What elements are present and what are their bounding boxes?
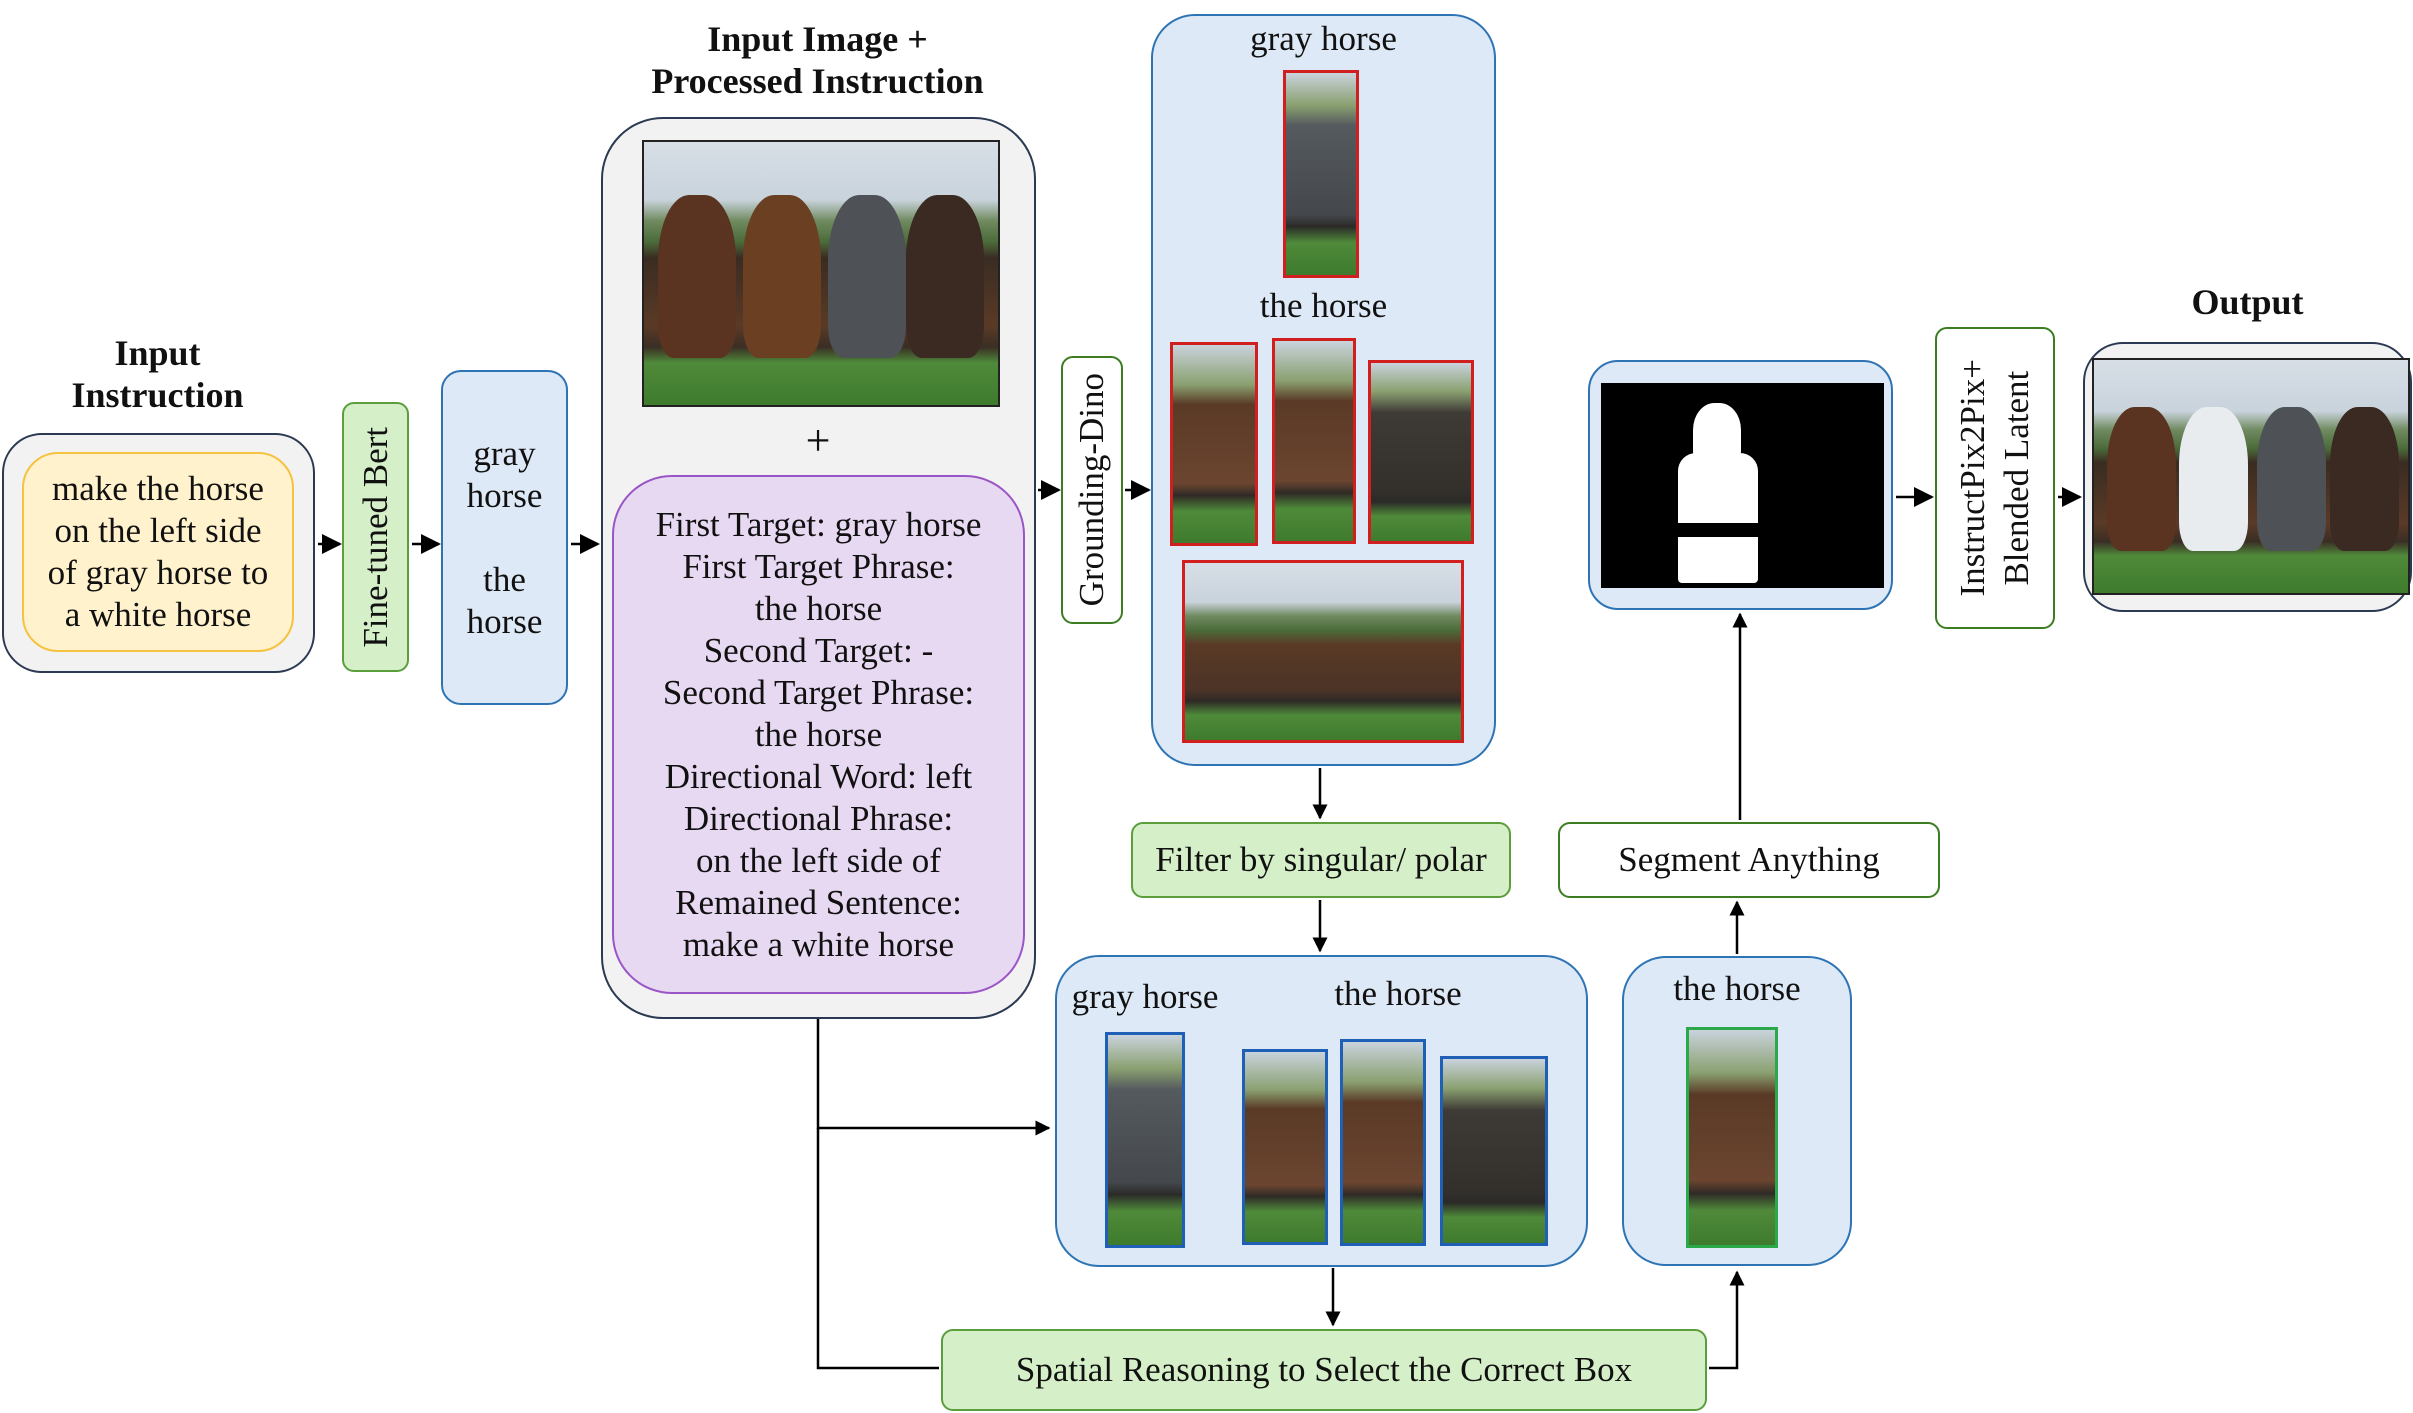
processed-heading: Input Image + Processed Instruction [651, 19, 984, 101]
selected-horse-box [1686, 1027, 1778, 1248]
mask-fence-gap [1671, 523, 1766, 537]
output-heading: Output [2191, 282, 2304, 322]
grounding-dino-box: Grounding-Dino [1061, 356, 1123, 624]
input-instruction-box: make the horse on the left side of gray … [22, 452, 294, 652]
horse-shape [743, 194, 821, 358]
white-horse-shape [2178, 406, 2248, 552]
targets-box: gray horse the horse [441, 370, 568, 705]
editor-box: InstructPix2Pix+ Blended Latent [1935, 327, 2055, 629]
horse-shape [2106, 406, 2176, 552]
connector-processed-to-spatial [816, 1128, 939, 1370]
detected-horse-box-3 [1368, 360, 1474, 544]
filtered-gray-horse-box [1105, 1032, 1185, 1248]
filter-label: Filter by singular/ polar [1155, 840, 1487, 879]
segment-anything-label: Segment Anything [1618, 840, 1880, 879]
spatial-reasoning-box: Spatial Reasoning to Select the Correct … [941, 1329, 1707, 1411]
detected-horse-box-4 [1182, 560, 1464, 743]
filtered-horse-label: the horse [1334, 974, 1462, 1013]
selected-label: the horse [1673, 969, 1801, 1008]
targets-text: gray horse the horse [466, 433, 543, 641]
output-image [2092, 358, 2410, 595]
finetuned-bert-box: Fine-tuned Bert [342, 402, 409, 672]
segment-anything-box: Segment Anything [1558, 822, 1940, 898]
horse-shape [2329, 406, 2399, 552]
detections-horse-label: the horse [1259, 286, 1388, 325]
filtered-horse-box-2 [1340, 1039, 1426, 1246]
input-instruction-text: make the horse on the left side of gray … [47, 469, 269, 634]
mask-silhouette-body [1678, 453, 1758, 583]
connector-processed-to-filtered [816, 1019, 1051, 1136]
horse-shape [905, 194, 984, 358]
filtered-horse-box-1 [1242, 1049, 1328, 1245]
processed-instruction-box: First Target: gray horse First Target Ph… [612, 475, 1025, 994]
segmentation-mask [1601, 383, 1884, 588]
plus-sign: + [805, 415, 831, 465]
filtered-horse-box-3 [1440, 1056, 1548, 1246]
processed-instruction-text: First Target: gray horse First Target Ph… [655, 504, 982, 964]
detections-gray-label: gray horse [1250, 19, 1397, 58]
detected-horse-box-1 [1170, 342, 1258, 546]
horse-shape [2257, 406, 2327, 552]
arrow-spatial-to-selected [1709, 1270, 1745, 1370]
spatial-reasoning-label: Spatial Reasoning to Select the Correct … [1015, 1350, 1633, 1389]
detected-horse-box-2 [1272, 338, 1356, 544]
horse-shape [658, 194, 737, 358]
filtered-gray-label: gray horse [1071, 977, 1219, 1016]
input-image [642, 140, 1000, 407]
detected-gray-horse-box [1283, 70, 1359, 278]
input-instruction-heading: Input Instruction [71, 333, 244, 415]
horse-shape [828, 194, 906, 358]
filter-box: Filter by singular/ polar [1131, 822, 1511, 898]
